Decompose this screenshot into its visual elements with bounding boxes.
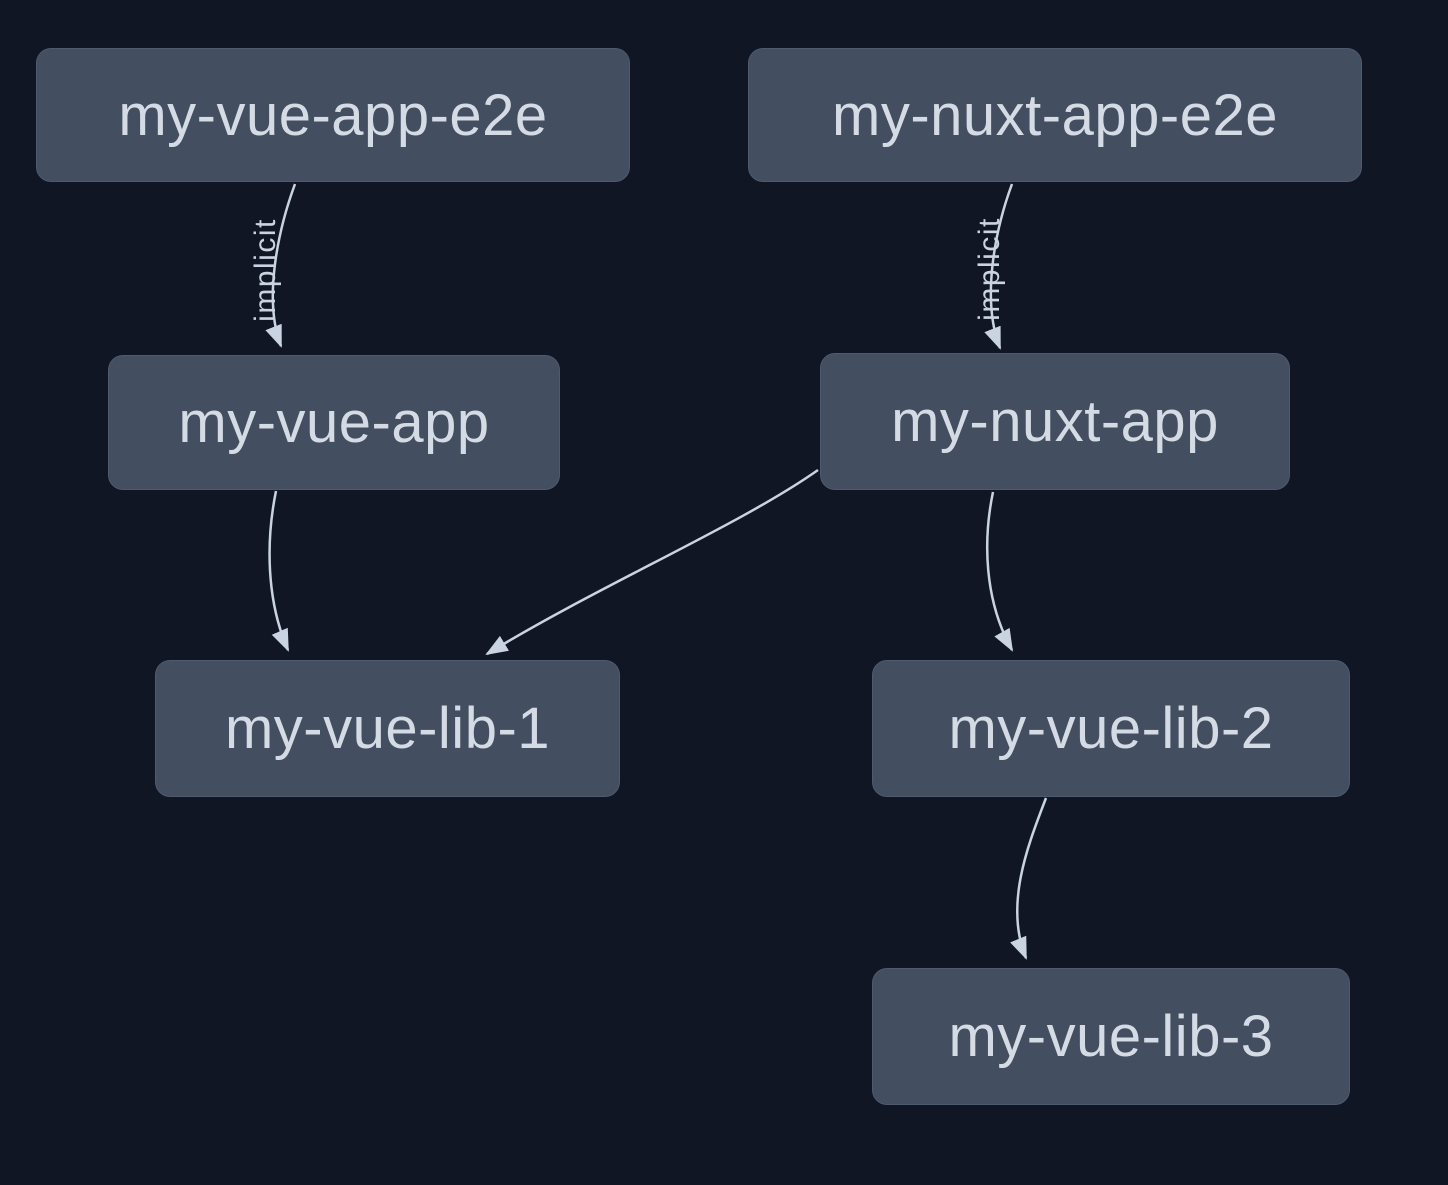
project-node-my-nuxt-app-e2e[interactable]: my-nuxt-app-e2e xyxy=(748,48,1362,182)
project-node-label: my-vue-app xyxy=(178,390,490,455)
edge-my-nuxt-app-to-my-vue-lib-2 xyxy=(986,491,1014,652)
project-node-my-nuxt-app[interactable]: my-nuxt-app xyxy=(820,353,1290,490)
edge-my-vue-app-e2e-to-my-vue-app xyxy=(265,183,297,348)
project-node-label: my-nuxt-app-e2e xyxy=(832,82,1278,148)
edge-my-vue-lib-2-to-my-vue-lib-3 xyxy=(1010,797,1048,960)
project-node-label: my-vue-lib-2 xyxy=(948,696,1274,761)
project-node-my-vue-app[interactable]: my-vue-app xyxy=(108,355,560,490)
project-node-label: my-vue-lib-1 xyxy=(224,696,551,761)
project-node-my-vue-lib-2[interactable]: my-vue-lib-2 xyxy=(872,660,1350,797)
project-node-my-vue-app-e2e[interactable]: my-vue-app-e2e xyxy=(36,48,630,182)
edge-my-vue-app-to-my-vue-lib-1 xyxy=(268,490,290,652)
project-node-my-vue-lib-3[interactable]: my-vue-lib-3 xyxy=(872,968,1350,1105)
project-node-my-vue-lib-1[interactable]: my-vue-lib-1 xyxy=(155,660,620,797)
project-node-label: my-vue-app-e2e xyxy=(118,82,548,148)
project-node-label: my-nuxt-app xyxy=(891,389,1219,454)
edge-my-nuxt-app-e2e-to-my-nuxt-app xyxy=(984,183,1014,350)
project-node-label: my-vue-lib-3 xyxy=(948,1004,1274,1069)
edge-my-nuxt-app-to-my-vue-lib-1 xyxy=(485,468,819,656)
